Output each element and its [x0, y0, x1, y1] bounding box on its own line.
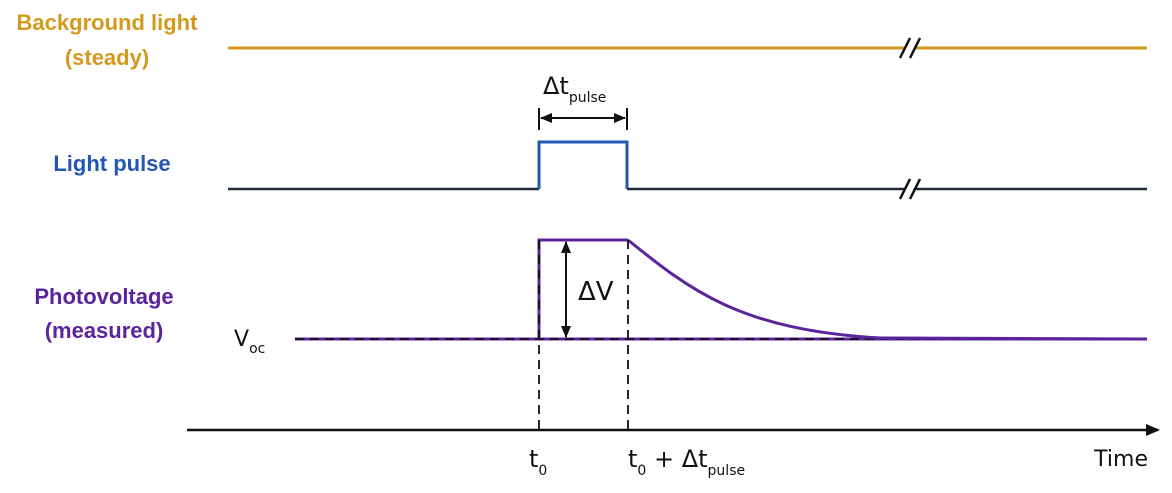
photovoltage-label: Photovoltage: [34, 284, 173, 309]
light-pulse-step: [537, 140, 629, 189]
background-light-sublabel: (steady): [65, 45, 149, 70]
light-pulse-label: Light pulse: [53, 151, 170, 176]
background-light-label: Background light: [17, 10, 199, 35]
axis-break-icon: [898, 177, 922, 201]
axis-break-icon: [898, 36, 922, 60]
photovoltage-sublabel: (measured): [45, 318, 164, 343]
delta-t-pulse-label: Δtpulse: [543, 72, 606, 106]
photovoltage-decay-curve: [627, 238, 1148, 341]
delta-v-label: ΔV: [578, 277, 614, 307]
voc-label: Voc: [234, 327, 265, 357]
t0-plus-pulse-label: t0 + Δtpulse: [628, 445, 745, 479]
t0-label: t0: [529, 445, 547, 479]
time-axis-label: Time: [1093, 447, 1148, 472]
